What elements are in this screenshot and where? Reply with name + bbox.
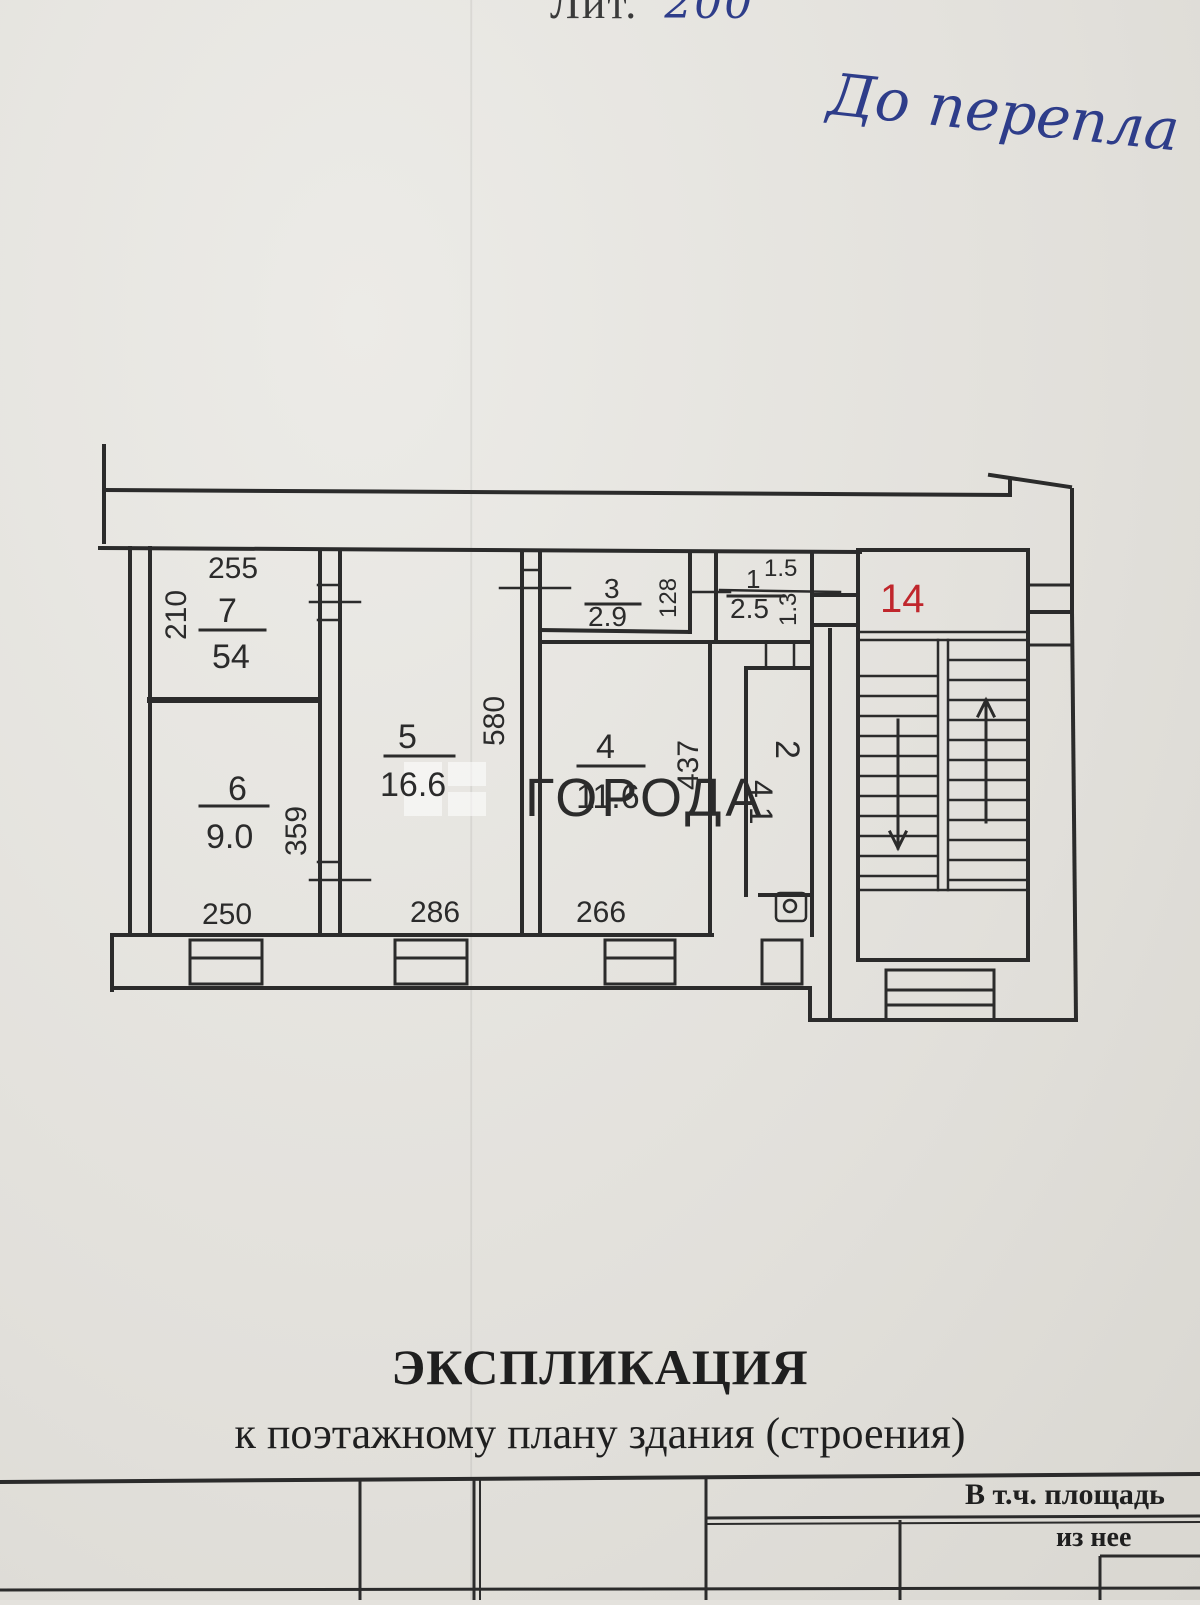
litera-label: Лит. [550,0,639,28]
toilet-icon [774,891,808,923]
door-markers [308,568,842,882]
room-1-area: 2.5 [730,593,769,624]
stair-arrow-down-icon [887,718,909,852]
room-14-number: 14 [880,577,925,621]
dim-1-5: 1.5 [764,555,797,582]
dim-255: 255 [208,552,258,585]
dim-210: 210 [160,590,193,640]
dim-580: 580 [478,696,511,746]
room-3-area: 2.9 [588,601,627,632]
room-6-number: 6 [228,770,247,808]
fraction-lines [198,594,786,808]
header-litera: Лит. 200 [550,0,754,29]
plan-walls [97,444,1079,1023]
room-7-area: 54 [212,638,250,676]
stair-arrow-up-icon [975,696,997,824]
room-5-number: 5 [398,718,417,756]
watermark: ГОРОДА [404,762,765,828]
explication-subtitle: к поэтажному плану здания (строения) [234,1409,966,1458]
room-1-number: 1 [746,564,760,594]
room-4-number: 4 [596,728,615,766]
floor-plan: ГОРОДА 7 54 6 9.0 5 16.6 4 11.6 3 2.9 1 … [97,444,1079,1023]
plan-windows [188,583,1074,1022]
dim-250: 250 [202,898,252,931]
room-7-number: 7 [218,592,237,630]
dim-437: 437 [672,740,705,790]
table-header-of-it: из нее [1056,1522,1132,1553]
dim-128: 128 [655,578,682,618]
room-2-number: 2 [768,740,806,759]
dim-286: 286 [410,896,460,929]
room-4-area: 11.6 [576,778,640,816]
room-2-area: 4.1 [743,780,779,824]
stair-steps [856,630,1030,892]
room-5-area: 16.6 [380,766,446,804]
explication-table: В т.ч. площадь из нее [0,1460,1200,1600]
explication-title: ЭКСПЛИКАЦИЯ [391,1339,809,1395]
table-grid [0,1472,1200,1600]
dim-1-3: 1.3 [775,593,802,626]
room-6-area: 9.0 [206,818,253,856]
room-3-number: 3 [604,573,620,604]
handwritten-number: 200 [664,0,755,29]
table-header-area: В т.ч. площадь [965,1478,1165,1511]
dim-266: 266 [576,896,626,929]
dim-359: 359 [280,806,313,856]
watermark-text: ГОРОДА [525,768,765,828]
